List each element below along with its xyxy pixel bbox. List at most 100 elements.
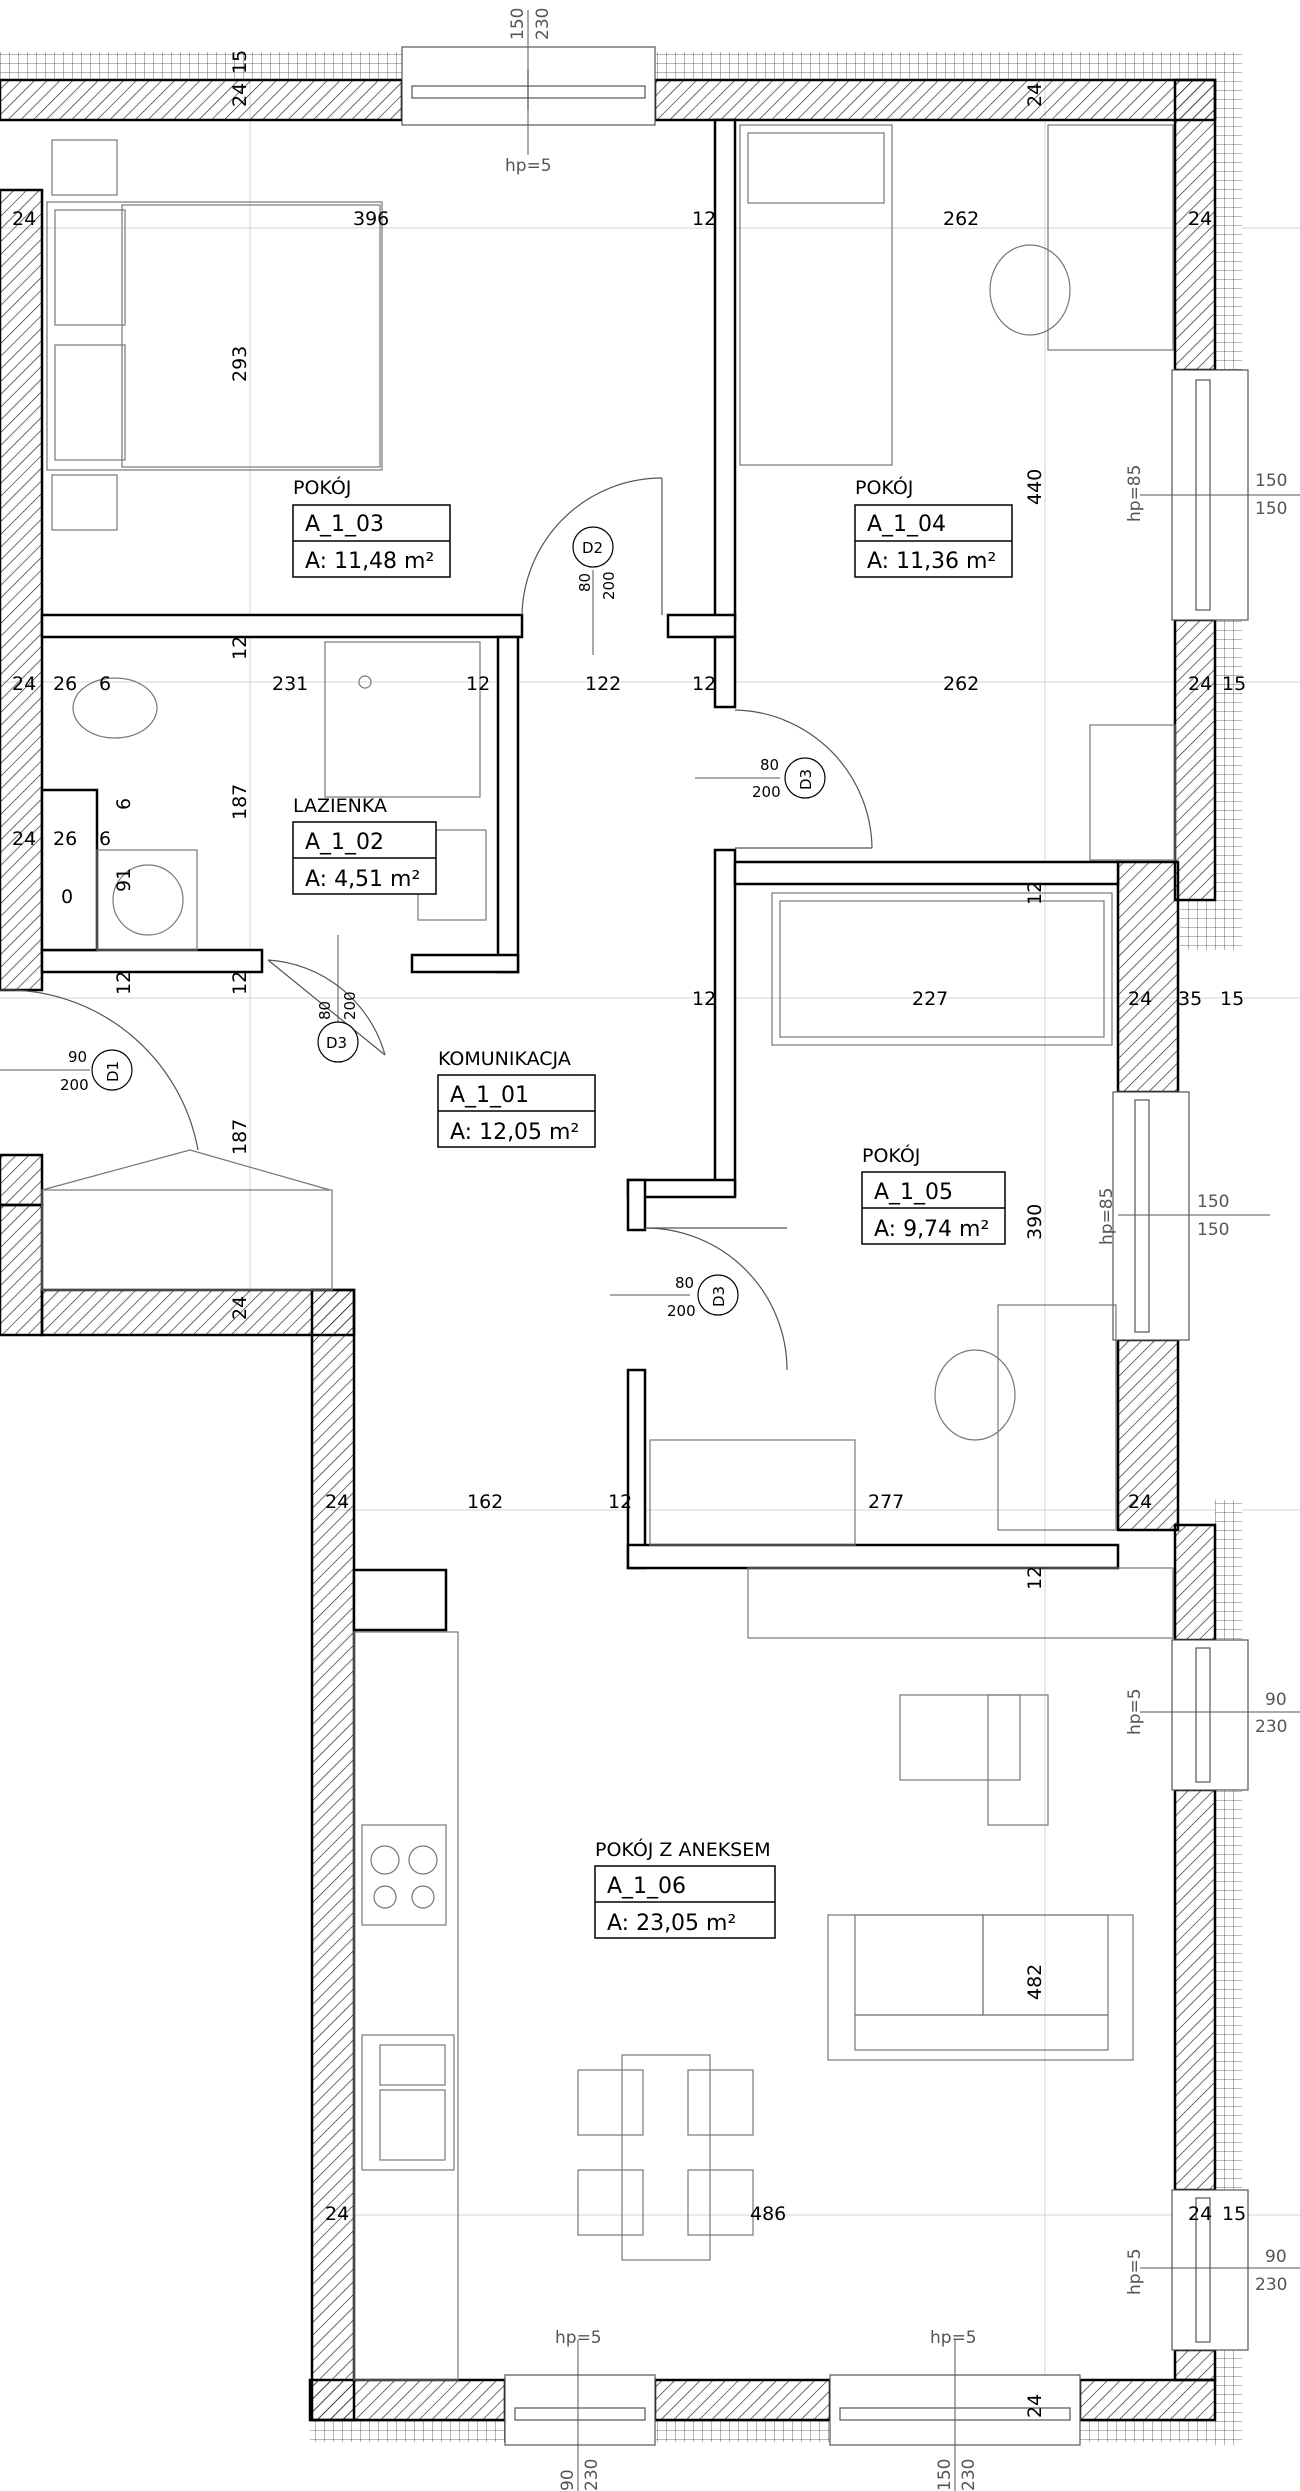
dim-24: 24 <box>325 2203 349 2225</box>
dim-15: 15 <box>229 50 251 74</box>
dim-396: 396 <box>353 208 389 230</box>
dim-15: 15 <box>1222 673 1246 695</box>
dim-12: 12 <box>692 673 716 695</box>
dim-24: 24 <box>229 83 251 107</box>
room-04-area: A: 11,36 m² <box>867 549 996 574</box>
door-d3c-width: 80 <box>675 1274 694 1292</box>
window-right4-hp: hp=5 <box>1125 2248 1145 2295</box>
room-02-area: A: 4,51 m² <box>305 867 420 892</box>
dim-12: 12 <box>113 971 135 995</box>
dim-122: 122 <box>585 673 621 695</box>
walls-hatched <box>0 78 1217 2422</box>
dim-262: 262 <box>943 208 979 230</box>
dim-24: 24 <box>1188 208 1212 230</box>
dimension-labels: 24 396 12 262 24 24 15 24 293 440 24 26 … <box>12 50 1246 2418</box>
dim-12: 12 <box>692 208 716 230</box>
window-right2-a: 150 <box>1197 1192 1229 1212</box>
door-d1-width: 90 <box>68 1048 87 1066</box>
room-01-area: A: 12,05 m² <box>450 1120 579 1145</box>
room-05-name: POKÓJ <box>862 1143 920 1167</box>
room-05-code: A_1_05 <box>874 1180 953 1205</box>
door-d3b-height: 200 <box>341 991 359 1020</box>
room-labels <box>292 504 1013 1939</box>
exterior-insulation <box>0 52 1242 2445</box>
window-right3-a: 90 <box>1265 1690 1287 1710</box>
window-top1-a: 150 <box>508 8 528 40</box>
door-d3a-width: 80 <box>760 756 779 774</box>
dim-24: 24 <box>12 208 36 230</box>
door-d3a-height: 200 <box>752 783 781 801</box>
dim-6: 6 <box>99 828 111 850</box>
room-03-code: A_1_03 <box>305 512 384 537</box>
dim-26: 26 <box>53 828 77 850</box>
window-right4-a: 90 <box>1265 2247 1287 2267</box>
window-top1-hp: hp=5 <box>505 156 552 176</box>
room-05-area: A: 9,74 m² <box>874 1217 989 1242</box>
room-01-code: A_1_01 <box>450 1083 529 1108</box>
dim-12: 12 <box>229 971 251 995</box>
room-03-name: POKÓJ <box>293 475 351 499</box>
windows <box>401 46 1249 2446</box>
dim-35: 35 <box>1178 988 1202 1010</box>
dim-12: 12 <box>466 673 490 695</box>
room-06-name: POKÓJ Z ANEKSEM <box>595 1837 771 1861</box>
door-d1-tag: D1 <box>104 1061 122 1082</box>
window-bottom2-b: 230 <box>959 2459 979 2491</box>
window-right2-hp: hp=85 <box>1097 1188 1117 1245</box>
door-d2-tag: D2 <box>582 539 603 557</box>
window-bottom1-b: 230 <box>582 2459 602 2491</box>
dim-15: 15 <box>1220 988 1244 1010</box>
door-d2-height: 200 <box>600 571 618 600</box>
window-top1-b: 230 <box>533 8 553 40</box>
dim-482: 482 <box>1024 1964 1046 2000</box>
door-d3a-tag: D3 <box>797 769 815 790</box>
door-d2-width: 80 <box>576 573 594 592</box>
dim-440: 440 <box>1024 469 1046 505</box>
window-bottom2-a: 150 <box>935 2459 955 2491</box>
window-right3-b: 230 <box>1255 1717 1287 1737</box>
door-d3c-height: 200 <box>667 1302 696 1320</box>
dim-24: 24 <box>1024 2394 1046 2418</box>
dim-24: 24 <box>1128 1491 1152 1513</box>
window-right1-b: 150 <box>1255 499 1287 519</box>
room-04-name: POKÓJ <box>855 475 913 499</box>
window-right3-hp: hp=5 <box>1125 1688 1145 1735</box>
dim-6: 6 <box>99 673 111 695</box>
dim-187: 187 <box>229 1119 251 1155</box>
room-01-name: KOMUNIKACJA <box>438 1048 571 1070</box>
dim-12: 12 <box>1024 1566 1046 1590</box>
partition-walls <box>40 118 1120 1632</box>
room-06-code: A_1_06 <box>607 1874 686 1899</box>
window-right1-a: 150 <box>1255 471 1287 491</box>
dim-24: 24 <box>1128 988 1152 1010</box>
dim-486: 486 <box>750 2203 786 2225</box>
dim-15: 15 <box>1222 2203 1246 2225</box>
dim-24: 24 <box>1188 2203 1212 2225</box>
dim-24: 24 <box>1188 673 1212 695</box>
door-d3b-tag: D3 <box>326 1034 347 1052</box>
door-d3c-tag: D3 <box>710 1286 728 1307</box>
dim-390: 390 <box>1024 1204 1046 1240</box>
room-02-code: A_1_02 <box>305 830 384 855</box>
window-bottom1-a: 90 <box>558 2469 578 2491</box>
dim-24: 24 <box>12 828 36 850</box>
dim-187: 187 <box>229 784 251 820</box>
window-right1-hp: hp=85 <box>1125 465 1145 522</box>
dim-12: 12 <box>1024 881 1046 905</box>
door-tag-circles <box>91 526 826 1316</box>
dim-26: 26 <box>53 673 77 695</box>
dim-0: 0 <box>61 886 73 908</box>
dim-231: 231 <box>272 673 308 695</box>
dim-12: 12 <box>692 988 716 1010</box>
dim-12: 12 <box>229 636 251 660</box>
window-bottom1-hp: hp=5 <box>555 2328 602 2348</box>
dim-24: 24 <box>325 1491 349 1513</box>
door-d1-height: 200 <box>60 1076 89 1094</box>
window-bottom2-hp: hp=5 <box>930 2328 977 2348</box>
dim-24: 24 <box>229 1296 251 1320</box>
dim-6: 6 <box>113 798 135 810</box>
guide-lines <box>0 75 1300 2420</box>
dim-162: 162 <box>467 1491 503 1513</box>
dim-91: 91 <box>113 868 135 892</box>
